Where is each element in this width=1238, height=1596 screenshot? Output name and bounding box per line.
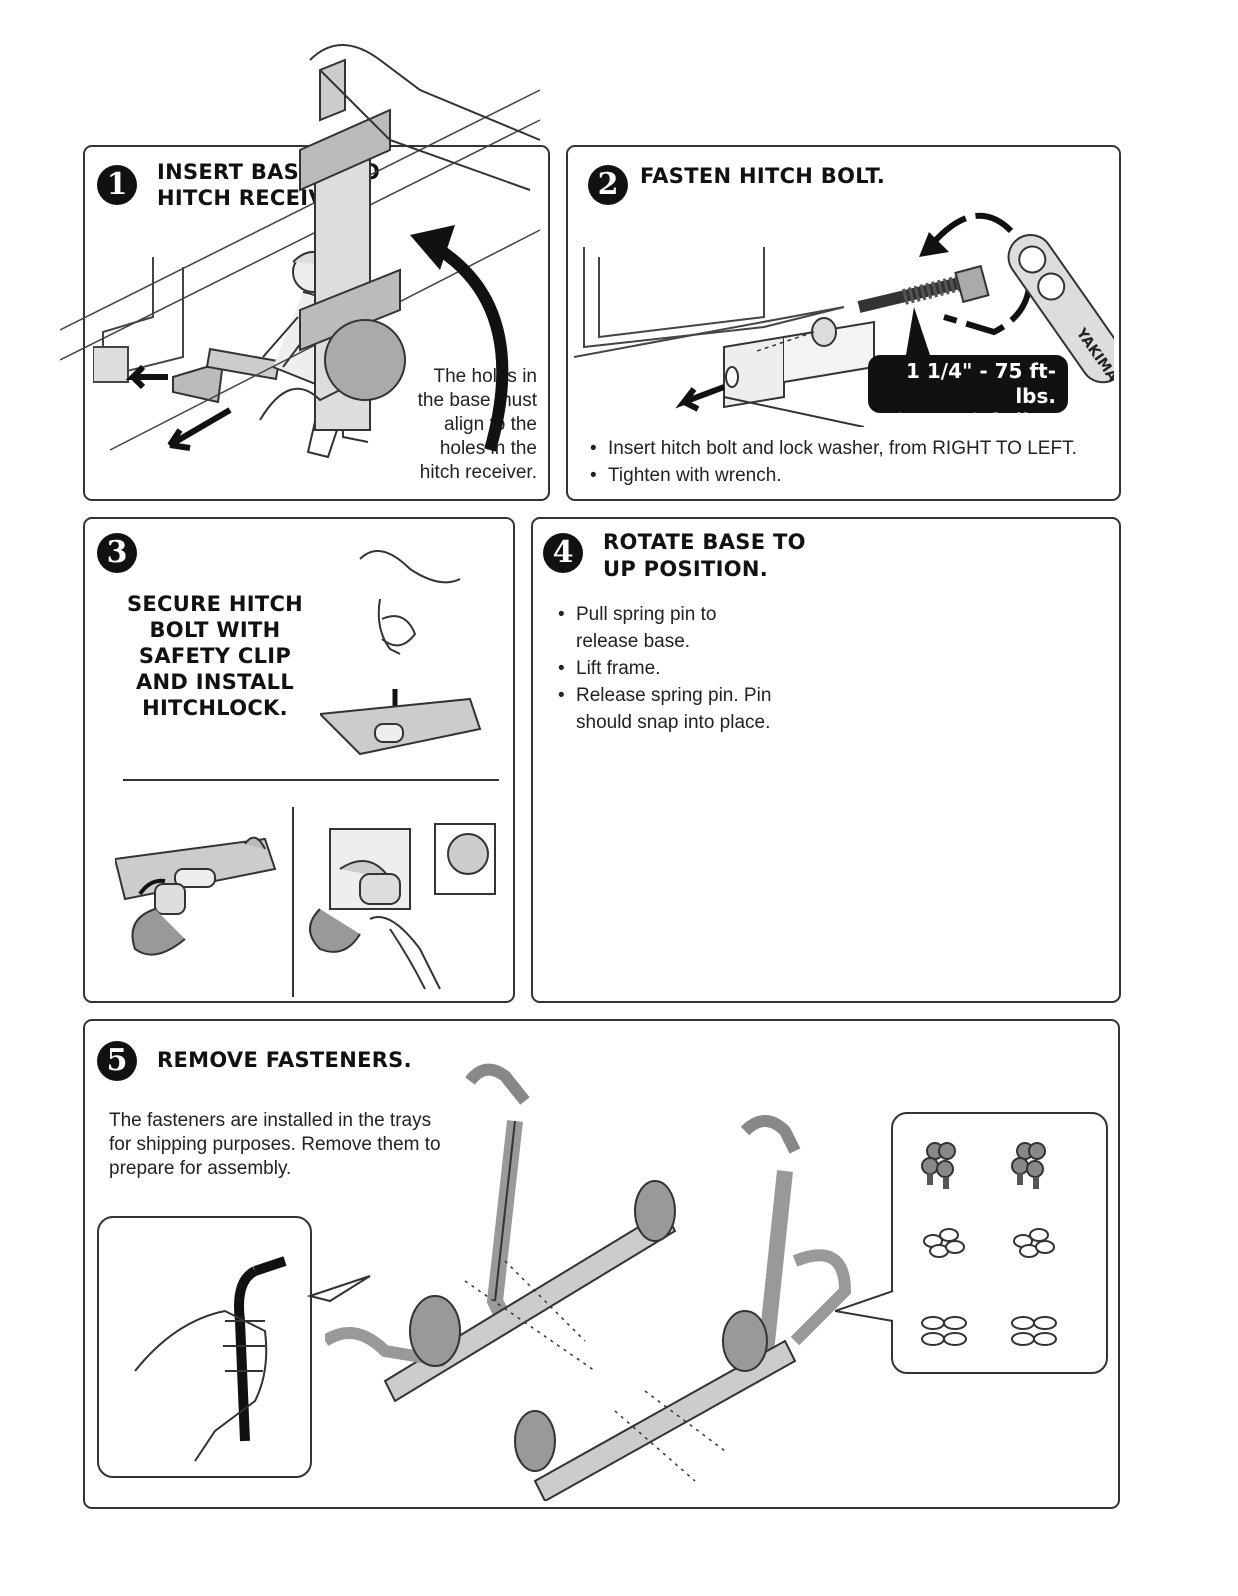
hex-key-icon	[134, 1256, 371, 1462]
divider-vertical	[292, 807, 294, 997]
hex-key-callout	[97, 1216, 312, 1478]
step-2-number: 2	[588, 165, 628, 205]
step-4-title-line2: UP POSITION.	[603, 557, 769, 581]
step-4-panel: 4 ROTATE BASE TO UP POSITION. Pull sprin…	[531, 517, 1121, 1003]
step-2-illustration: YAKIMA	[574, 212, 1114, 427]
washer-icon	[921, 1316, 1057, 1346]
step-4-illustration	[60, 44, 541, 452]
bullet-item: Pull spring pin to	[558, 601, 818, 628]
arrow-icon	[675, 384, 726, 412]
step-3-number: 3	[97, 533, 137, 573]
screw-icon	[921, 1142, 956, 1189]
bullet-continuation: release base.	[576, 631, 691, 652]
divider-horizontal	[123, 779, 499, 781]
step-5-panel: 5 REMOVE FASTENERS. The fasteners are in…	[83, 1019, 1120, 1509]
step-3-hitchlock-right	[309, 823, 496, 990]
fasteners-callout	[891, 1112, 1108, 1374]
note-line: The holes in	[433, 366, 537, 387]
text-line: The fasteners are installed in the trays	[109, 1110, 432, 1131]
text-line: prepare for assembly.	[109, 1158, 292, 1179]
step-1-number: 1	[97, 165, 137, 205]
step-2-panel: 2 FASTEN HITCH BOLT. YAKIMA	[566, 145, 1121, 501]
arrow-icon	[125, 364, 168, 390]
bullet-item: Tighten with wrench.	[590, 462, 1110, 489]
step-5-title: REMOVE FASTENERS.	[157, 1048, 412, 1072]
bolt-icon	[857, 264, 990, 313]
title-line: SAFETY CLIP	[138, 644, 292, 668]
title-line: HITCHLOCK.	[142, 696, 288, 720]
fasteners-pointer	[835, 1290, 894, 1322]
step-3-title: SECURE HITCH BOLT WITH SAFETY CLIP AND I…	[105, 591, 325, 721]
screw-icon	[1011, 1142, 1046, 1189]
step-2-title: FASTEN HITCH BOLT.	[640, 164, 886, 188]
title-line: BOLT WITH	[149, 618, 281, 642]
step-4-number: 4	[543, 533, 583, 573]
bullet-item: Release spring pin. Pin	[558, 682, 818, 709]
arrow-icon	[138, 878, 166, 896]
title-line: AND INSTALL	[135, 670, 295, 694]
step-3-clip-illustration	[320, 550, 482, 756]
step-2-bullets: Insert hitch bolt and lock washer, from …	[590, 435, 1110, 489]
bullet-item: Lift frame.	[558, 655, 818, 682]
torque-line2: 2" - 150 ft-lbs.	[893, 409, 1056, 433]
step-4-title-line1: ROTATE BASE TO	[603, 530, 806, 554]
torque-line1: 1 1/4" - 75 ft-lbs.	[905, 359, 1056, 408]
note-line: hitch receiver.	[419, 462, 537, 483]
torque-spec: 1 1/4" - 75 ft-lbs. 2" - 150 ft-lbs.	[868, 355, 1068, 433]
arrow-icon	[436, 245, 509, 452]
bullet-item: Insert hitch bolt and lock washer, from …	[590, 435, 1110, 462]
step-3-hitchlock-left	[115, 836, 277, 956]
step-3-panel: 3 SECURE HITCH BOLT WITH SAFETY CLIP AND…	[83, 517, 515, 1003]
bullet-continuation: should snap into place.	[576, 712, 771, 733]
step-5-rack-illustration	[325, 1063, 852, 1501]
fasteners-grid	[921, 1142, 1057, 1346]
washer-icon	[923, 1228, 1055, 1258]
text-line: for shipping purposes. Remove them to	[109, 1134, 441, 1155]
title-line: SECURE HITCH	[126, 592, 304, 616]
note-line: the base must	[417, 390, 537, 411]
step-5-text: The fasteners are installed in the trays…	[109, 1109, 489, 1181]
step-5-number: 5	[97, 1041, 137, 1081]
step-4-bullets: Pull spring pin to release base. Lift fr…	[558, 601, 818, 736]
